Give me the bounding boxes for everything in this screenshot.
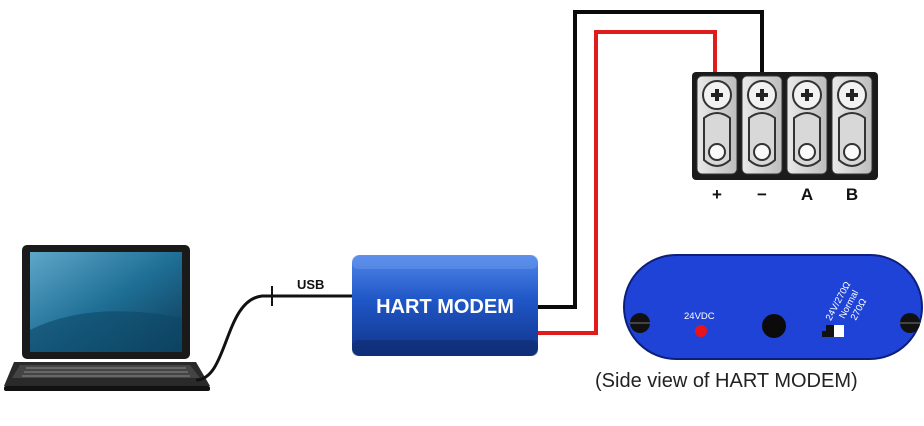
screw-icon bbox=[630, 313, 650, 333]
terminal-plus bbox=[696, 75, 738, 175]
side-view-caption: (Side view of HART MODEM) bbox=[595, 370, 858, 392]
terminal-minus bbox=[741, 75, 783, 175]
mode-switch bbox=[822, 325, 844, 337]
black-wire bbox=[537, 10, 764, 309]
connector-port bbox=[762, 314, 786, 338]
power-label: 24VDC bbox=[684, 311, 715, 322]
usb-cable bbox=[195, 294, 352, 382]
terminal-block bbox=[692, 72, 878, 180]
hart-modem: HART MODEM bbox=[352, 255, 538, 356]
terminal-a bbox=[786, 75, 828, 175]
screw-icon bbox=[900, 313, 920, 333]
power-led-icon bbox=[695, 325, 707, 337]
terminal-label-minus: − bbox=[757, 185, 767, 204]
usb-label: USB bbox=[297, 277, 324, 292]
laptop-icon bbox=[4, 245, 210, 391]
terminal-label-plus: + bbox=[712, 185, 722, 204]
modem-side-view: 24VDC 24V/270Ω Normal 270Ω bbox=[623, 254, 923, 360]
red-wire bbox=[537, 30, 717, 335]
terminal-label-a: A bbox=[801, 185, 813, 204]
modem-label: HART MODEM bbox=[376, 296, 514, 318]
terminal-label-b: B bbox=[846, 185, 858, 204]
terminal-b bbox=[831, 75, 873, 175]
